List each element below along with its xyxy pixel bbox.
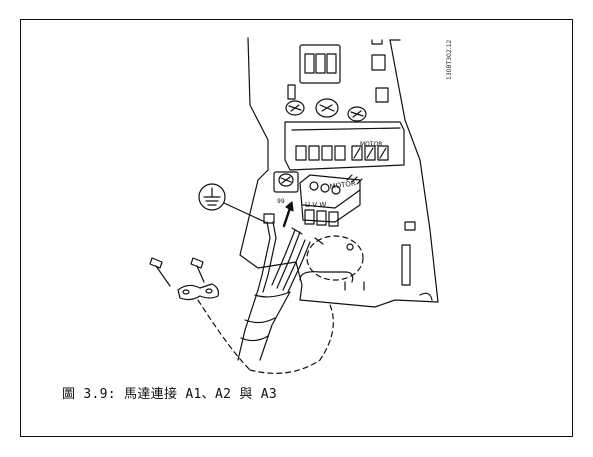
top-screws [285, 98, 367, 122]
cable-clamp [149, 257, 219, 301]
uvw-label: U V W [305, 201, 326, 209]
insert-arrow [282, 206, 292, 228]
upper-terminal-strip [284, 121, 405, 171]
upper-motor-label: MOTOR [360, 141, 382, 148]
terminal-99-label: 99 [277, 198, 285, 205]
figure-caption: 圖 3.9: 馬達連接 A1、A2 與 A3 [62, 387, 277, 402]
top-connector-block [299, 44, 341, 84]
reference-code: 130BT302.12 [446, 39, 453, 80]
drive-chassis [239, 37, 439, 308]
motor-cable [237, 213, 324, 361]
ground-icon [198, 183, 226, 211]
ground-leader-line [223, 202, 266, 223]
plug-motor-label: MOTOR [329, 179, 356, 191]
ground-terminal-99 [273, 171, 299, 193]
routing-dashes [197, 235, 364, 374]
figure-frame [20, 19, 573, 437]
motor-plug [299, 174, 363, 227]
